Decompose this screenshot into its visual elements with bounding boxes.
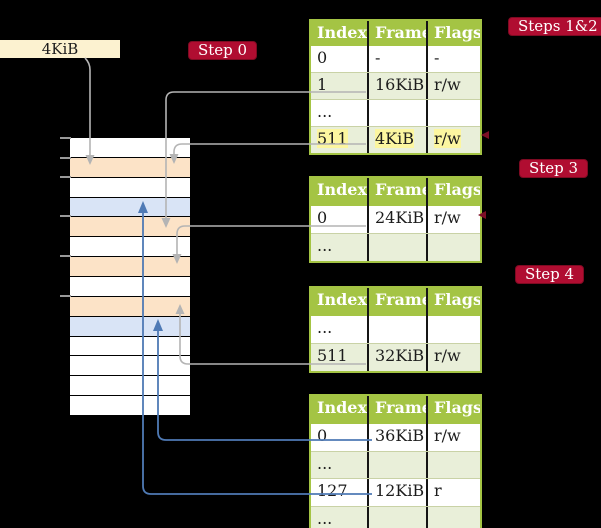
table-row: ... xyxy=(311,450,480,478)
cell-frame xyxy=(367,316,426,343)
memory-row xyxy=(70,216,190,237)
column-header-flags: Flags xyxy=(426,21,480,46)
cell-frame xyxy=(367,100,426,126)
badge-step-0: Step 0 xyxy=(188,41,258,60)
column-header-frame: Frame xyxy=(367,21,426,46)
memory-tick xyxy=(60,136,71,139)
cell-frame: 16KiB xyxy=(367,73,426,99)
cell-index: ... xyxy=(317,318,333,337)
table-row: 0 - - xyxy=(311,46,480,72)
memory-row xyxy=(70,335,190,356)
frame-4kib-box: 4KiB xyxy=(0,40,120,58)
column-header-index: Index xyxy=(317,23,367,42)
cell-frame: 32KiB xyxy=(367,344,426,371)
memory-row xyxy=(70,138,190,157)
badge-step-4: Step 4 xyxy=(515,265,585,284)
column-header-index: Index xyxy=(317,290,367,309)
table-row: 0 36KiB r/w xyxy=(311,424,480,451)
page-table-step-3: Index Frame Flags 0 24KiB r/w ... xyxy=(309,176,482,263)
cell-index: ... xyxy=(317,453,333,473)
memory-row xyxy=(70,236,190,257)
cell-index: 511 xyxy=(317,129,348,148)
memory-row xyxy=(70,315,190,336)
column-header-index: Index xyxy=(317,180,367,199)
cell-flags: r xyxy=(426,479,480,506)
table-row: 0 24KiB r/w xyxy=(311,206,480,233)
cell-flags xyxy=(426,234,480,261)
memory-tick xyxy=(60,295,71,297)
cell-flags xyxy=(426,451,480,478)
cell-frame xyxy=(367,234,426,261)
memory-row xyxy=(70,295,190,316)
cell-frame: - xyxy=(367,46,426,72)
cell-frame: 4KiB xyxy=(367,127,426,153)
pointer-steps12-row511 xyxy=(481,131,489,139)
cell-frame: 12KiB xyxy=(367,479,426,506)
memory-row xyxy=(70,375,190,396)
memory-row xyxy=(70,156,190,177)
cell-flags xyxy=(426,506,480,528)
memory-row xyxy=(70,256,190,277)
cell-frame: 36KiB xyxy=(367,424,426,451)
cell-index: 0 xyxy=(317,208,328,227)
memory-row xyxy=(70,176,190,197)
table-header-row: Index Frame Flags xyxy=(311,288,480,316)
column-header-frame: Frame xyxy=(367,396,426,424)
table-row: ... xyxy=(311,99,480,126)
cell-flags: r/w xyxy=(426,206,480,233)
table-header-row: Index Frame Flags xyxy=(311,21,480,46)
cell-frame: 24KiB xyxy=(367,206,426,233)
memory-tick xyxy=(60,215,71,217)
cell-index: 0 xyxy=(317,48,328,67)
cell-flags: r/w xyxy=(426,127,480,153)
column-header-flags: Flags xyxy=(426,178,480,206)
table-header-row: Index Frame Flags xyxy=(311,178,480,206)
physical-memory-strip xyxy=(70,138,190,416)
memory-tick xyxy=(60,156,71,159)
cell-flags: r/w xyxy=(426,73,480,99)
cell-index: ... xyxy=(317,102,333,121)
cell-flags: r/w xyxy=(426,344,480,371)
cell-index: 127 xyxy=(317,481,348,500)
column-header-flags: Flags xyxy=(426,288,480,316)
page-table-final-level: Index Frame Flags 0 36KiB r/w ... 127 12… xyxy=(309,394,482,528)
column-header-index: Index xyxy=(317,398,367,417)
table-row: 127 12KiB r xyxy=(311,478,480,506)
page-table-step-4: Index Frame Flags ... 511 32KiB r/w xyxy=(309,286,482,373)
cell-flags xyxy=(426,316,480,343)
table-row: 1 16KiB r/w xyxy=(311,72,480,99)
cell-index: 1 xyxy=(317,75,328,94)
cell-flags: - xyxy=(426,46,480,72)
memory-row xyxy=(70,196,190,217)
column-header-flags: Flags xyxy=(426,396,480,424)
cell-flags xyxy=(426,100,480,126)
table-header-row: Index Frame Flags xyxy=(311,396,480,424)
column-header-frame: Frame xyxy=(367,178,426,206)
cell-index: ... xyxy=(317,236,333,255)
cell-frame xyxy=(367,506,426,528)
column-header-frame: Frame xyxy=(367,288,426,316)
cell-index: 0 xyxy=(317,426,328,445)
page-table-steps-1-2: Index Frame Flags 0 - - 1 16KiB r/w ... … xyxy=(309,19,482,155)
memory-row xyxy=(70,276,190,296)
table-row: 511 32KiB r/w xyxy=(311,343,480,371)
cell-index: 511 xyxy=(317,346,348,365)
cell-index: ... xyxy=(317,508,333,528)
table-row: ... xyxy=(311,233,480,261)
cell-frame xyxy=(367,451,426,478)
frame-4kib-label: 4KiB xyxy=(41,40,79,58)
cell-flags: r/w xyxy=(426,424,480,451)
table-row: ... xyxy=(311,505,480,528)
memory-tick xyxy=(60,176,71,178)
table-row-highlighted: 511 4KiB r/w xyxy=(311,126,480,153)
badge-step-3: Step 3 xyxy=(519,159,589,178)
memory-tick xyxy=(60,255,71,257)
badge-steps-1-2: Steps 1&2 xyxy=(508,17,601,36)
memory-row xyxy=(70,355,190,376)
memory-row xyxy=(70,395,190,416)
table-row: ... xyxy=(311,316,480,343)
